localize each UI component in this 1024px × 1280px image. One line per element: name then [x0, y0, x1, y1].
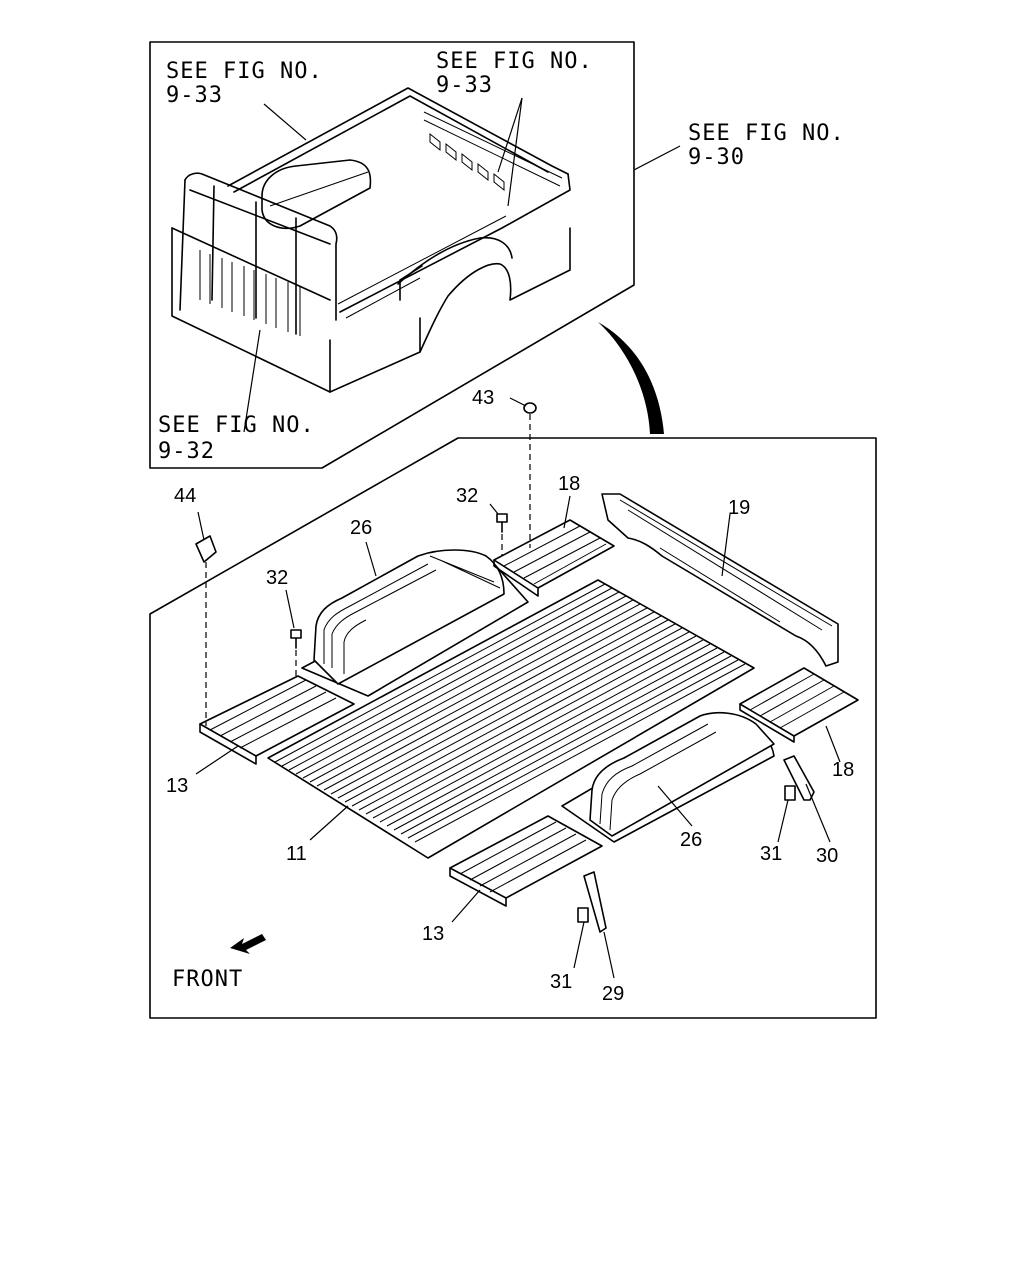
part-31-nut-bottom: [577, 907, 589, 923]
label-31-right: 31: [760, 843, 782, 865]
inset-box: [149, 41, 635, 469]
label-43: 43: [472, 387, 494, 409]
ref-9-33-right-line1: SEE FIG NO.: [436, 49, 593, 74]
part-30-bracket: [783, 755, 815, 801]
part-13-panel-bottom: [449, 815, 603, 907]
label-18-upper: 18: [558, 473, 580, 495]
part-31-nut-right: [784, 785, 796, 801]
ref-9-33-right-line2: 9-33: [436, 73, 493, 98]
part-43-plug: [523, 402, 537, 548]
label-26-left: 26: [350, 517, 372, 539]
front-arrow-icon: [230, 934, 266, 954]
label-19: 19: [728, 497, 750, 519]
label-13-bottom: 13: [422, 923, 444, 945]
inset-leaders: [243, 97, 681, 433]
label-31-bottom: 31: [550, 971, 572, 993]
ref-9-30-line1: SEE FIG NO.: [688, 121, 845, 146]
ref-9-30-line2: 9-30: [688, 145, 745, 170]
part-26-wheelhouse-left: [301, 549, 529, 697]
part-18-panel-right: [739, 667, 859, 743]
part-11-floor-panel: [267, 579, 755, 859]
label-30: 30: [816, 845, 838, 867]
label-29: 29: [602, 983, 624, 1005]
label-44: 44: [174, 485, 196, 507]
label-32-upper: 32: [456, 485, 478, 507]
ref-9-32-line2: 9-32: [158, 439, 215, 464]
part-13-panel-left: [199, 675, 355, 765]
label-11: 11: [286, 843, 307, 865]
front-label: FRONT: [172, 967, 243, 992]
part-18-panel-upper: [493, 519, 615, 597]
label-26-right: 26: [680, 829, 702, 851]
part-29-bracket: [583, 871, 607, 933]
curved-arrow: [598, 322, 664, 434]
part-44-bracket: [195, 535, 217, 726]
detail-box: [149, 437, 877, 1019]
label-32-left: 32: [266, 567, 288, 589]
label-13-left: 13: [166, 775, 188, 797]
ref-9-33-left-line2: 9-33: [166, 83, 223, 108]
label-18-right: 18: [832, 759, 854, 781]
part-32-bolt-left: [290, 629, 302, 676]
part-19-rear-sill: [601, 493, 839, 667]
part-32-bolt-upper: [496, 513, 508, 556]
detail-leaders: [195, 397, 841, 979]
part-26-wheelhouse-right: [561, 711, 775, 843]
ref-9-33-left-line1: SEE FIG NO.: [166, 59, 323, 84]
truck-bed-body: [171, 87, 571, 393]
ref-9-32-line1: SEE FIG NO.: [158, 413, 315, 438]
